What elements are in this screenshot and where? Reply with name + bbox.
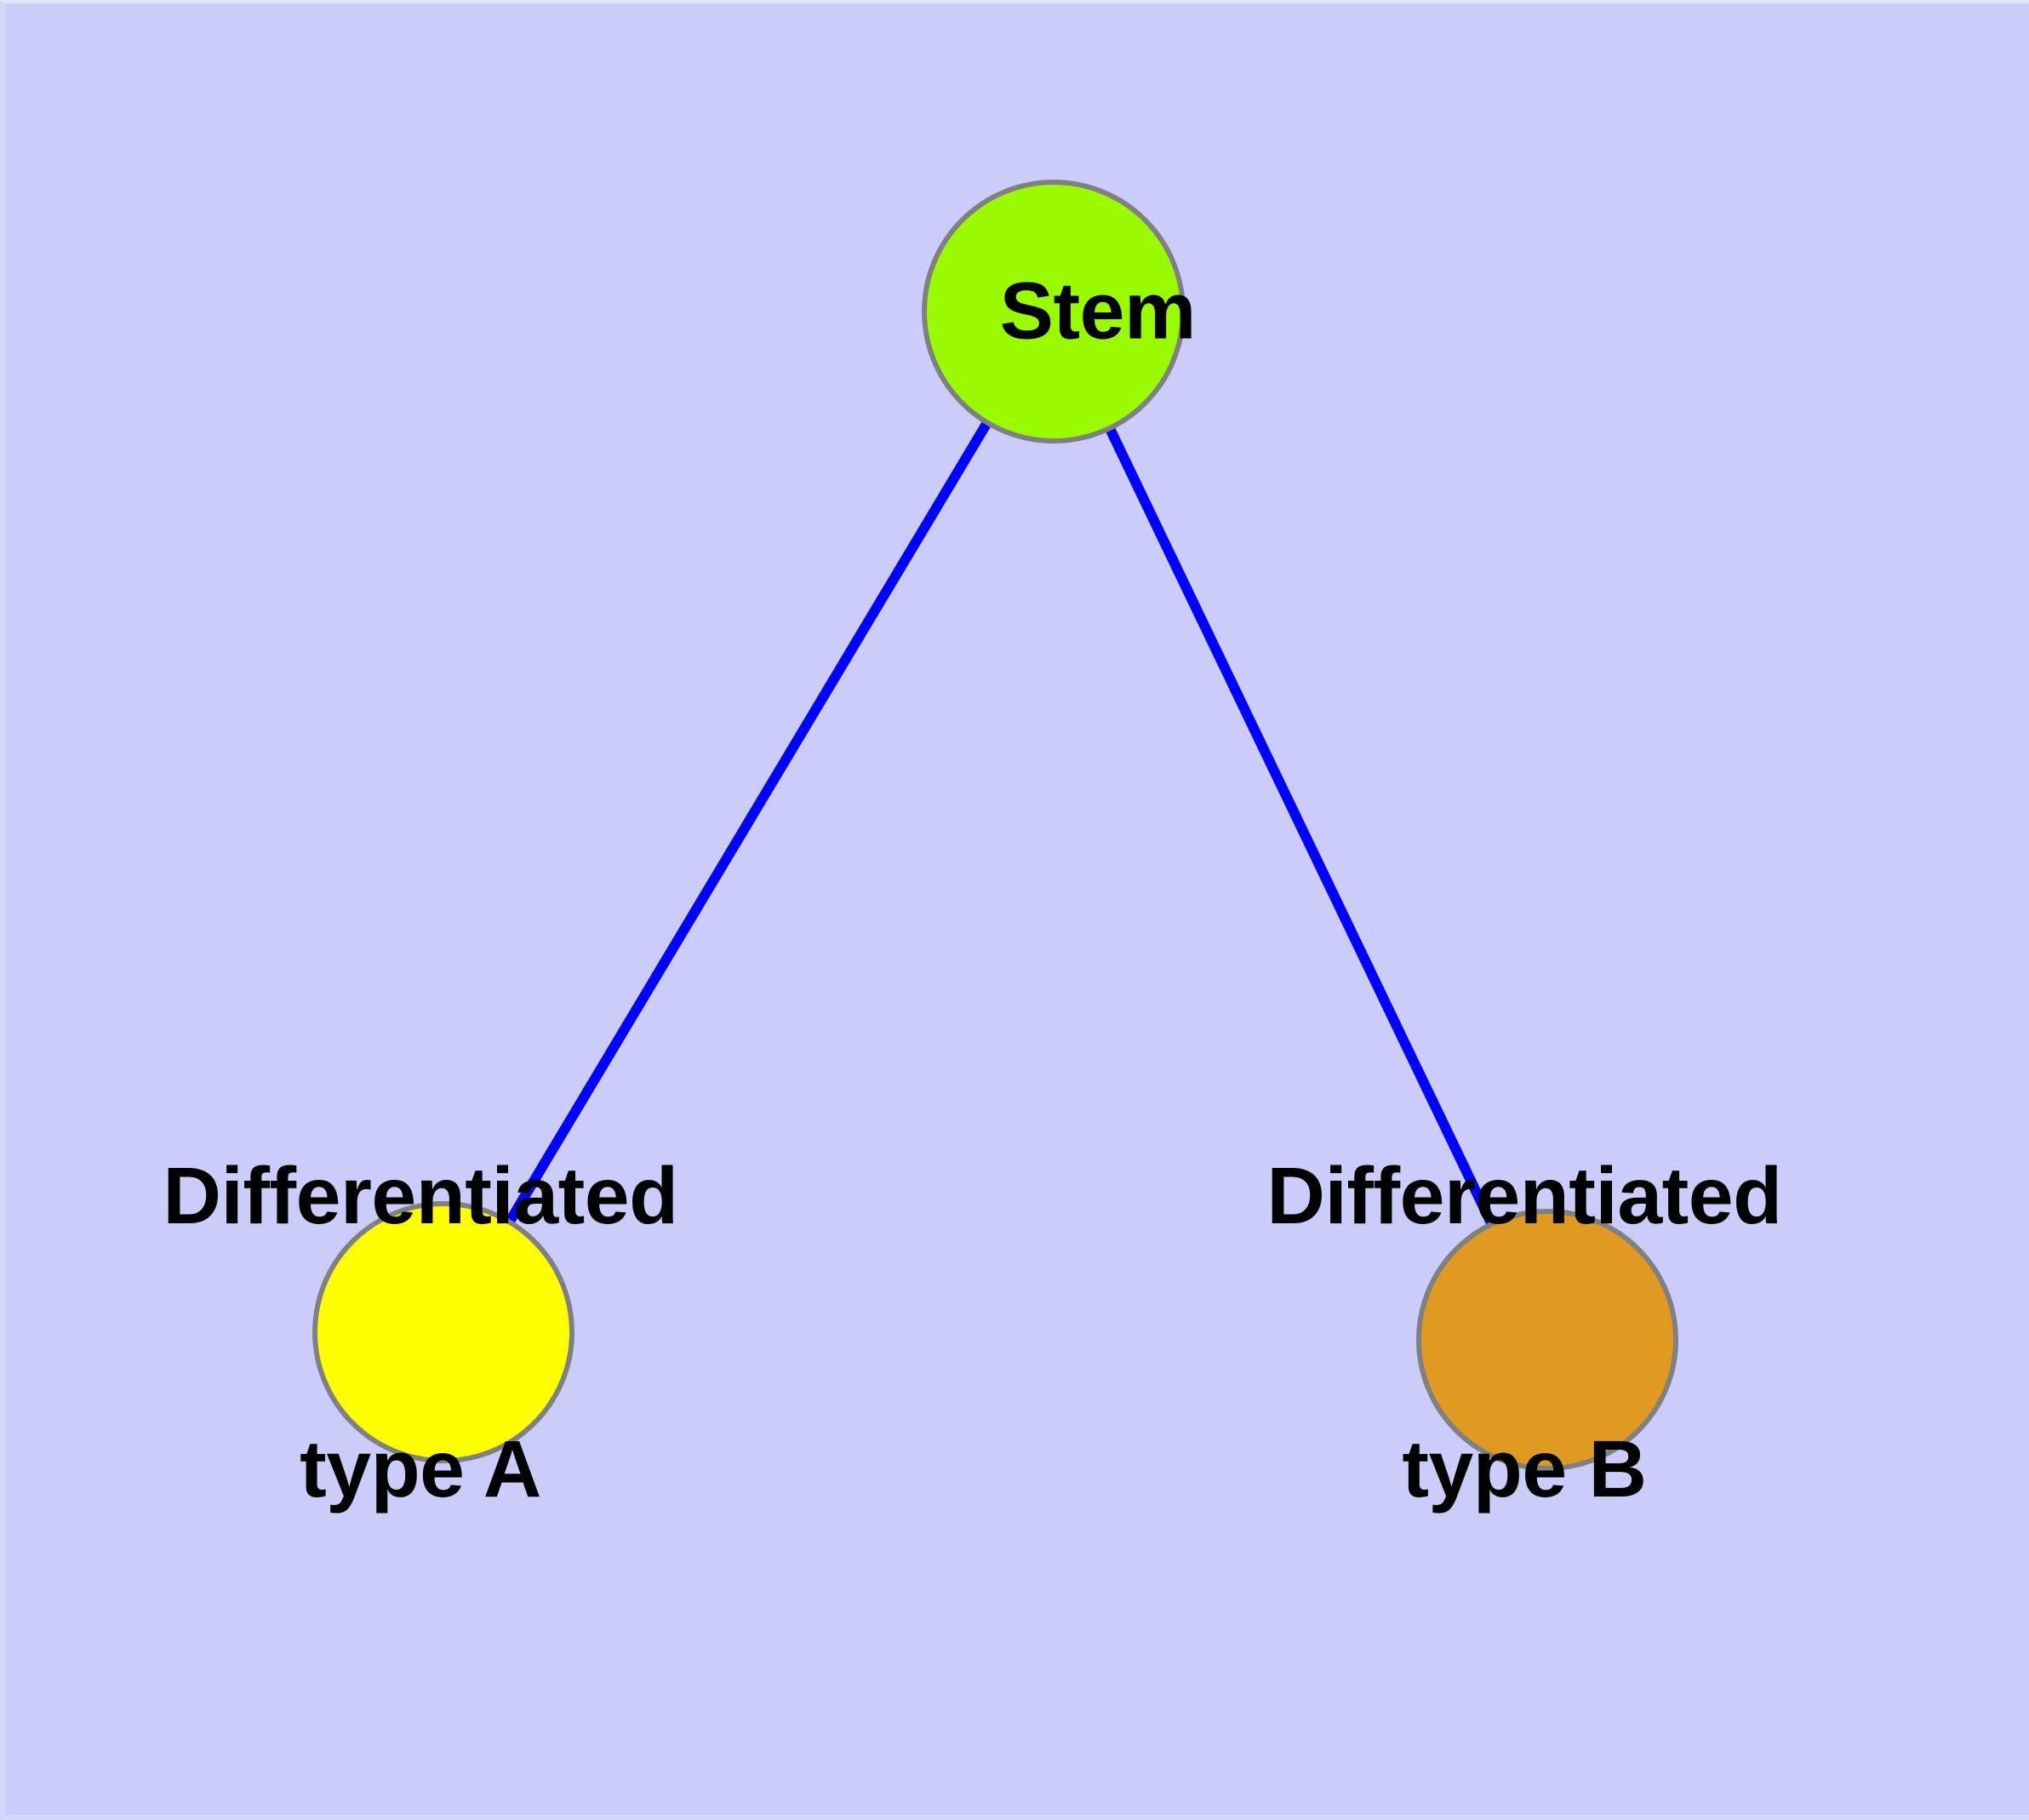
edge-stem-to-diff-a[interactable] [505,420,992,1225]
node-differentiated-type-b[interactable] [1416,1209,1678,1471]
node-stem[interactable] [922,180,1186,444]
edge-layer [505,420,1497,1227]
edge-stem-to-diff-b[interactable] [1105,426,1497,1227]
node-layer [312,180,1678,1471]
node-differentiated-type-a[interactable] [312,1201,574,1463]
